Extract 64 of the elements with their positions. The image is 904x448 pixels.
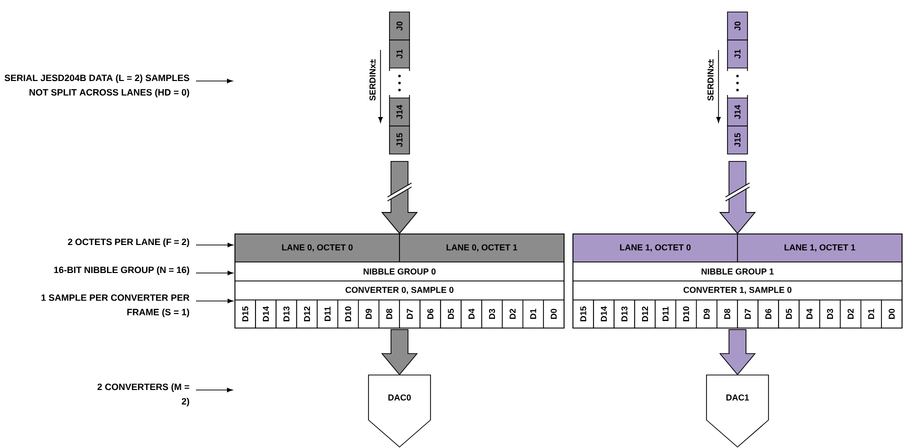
lane-octet-cell: LANE 1, OCTET 0 — [572, 234, 738, 262]
bit-cell: D9 — [358, 300, 380, 328]
bit-cell: D5 — [778, 300, 800, 328]
bit-cell: D7 — [399, 300, 420, 328]
arrow — [196, 388, 233, 392]
annotation-text: 2 CONVERTERS (M = 2) — [97, 383, 190, 406]
dac-block: DAC0 — [368, 374, 431, 448]
bit-cell: D15 — [234, 300, 256, 328]
annotation-text: 2 OCTETS PER LANE (F = 2) — [68, 238, 190, 247]
bit-cell: D15 — [572, 300, 594, 328]
bit-cell: D0 — [881, 300, 902, 328]
serial-octet-cell: J0 — [389, 12, 410, 40]
arrow — [196, 78, 233, 84]
bit-cell: D11 — [316, 300, 338, 328]
bit-cell: D10 — [675, 300, 697, 328]
serial-octet-cell: J14 — [389, 98, 410, 126]
bit-cell: D5 — [440, 300, 462, 328]
serial-octet-cell: J15 — [727, 126, 748, 154]
bit-cell: D12 — [296, 300, 318, 328]
bit-cell: D13 — [614, 300, 636, 328]
arrow — [196, 298, 234, 304]
bit-cell: D14 — [593, 300, 615, 328]
bit-cell: D3 — [819, 300, 841, 328]
nibble-group-bar: NIBBLE GROUP 1 — [572, 262, 902, 282]
bit-cell: D0 — [543, 300, 564, 328]
signal-name: SERDINx± — [707, 59, 714, 101]
nibble-group-bar: NIBBLE GROUP 0 — [234, 262, 564, 282]
bit-cell: D3 — [481, 300, 503, 328]
bit-cell: D9 — [696, 300, 718, 328]
block-arrow — [719, 329, 756, 376]
bit-cell: D8 — [378, 300, 400, 328]
bit-cell: D6 — [420, 300, 442, 328]
lane-octet-cell: LANE 0, OCTET 0 — [234, 234, 400, 262]
signal-name: SERDINx± — [369, 59, 376, 101]
bit-cell: D13 — [276, 300, 298, 328]
bit-cell: D4 — [460, 300, 482, 328]
annotation-text: SERIAL JESD204B DATA (L = 2) SAMPLES NOT SPLIT ACROSS LANES (HD = 0) — [4, 74, 190, 98]
serial-octet-cell: J0 — [727, 12, 748, 40]
bit-cell: D1 — [522, 300, 544, 328]
serial-octet-cell: J1 — [727, 40, 748, 68]
block-arrow — [381, 161, 418, 234]
block-arrow — [719, 161, 756, 234]
bit-cell: D8 — [716, 300, 738, 328]
bit-cell: D7 — [737, 300, 758, 328]
bit-cell: D6 — [758, 300, 780, 328]
lane-octet-cell: LANE 1, OCTET 1 — [737, 234, 902, 262]
serial-octet-cell: J14 — [727, 98, 748, 126]
bit-cell: D2 — [502, 300, 524, 328]
annotation-text: 1 SAMPLE PER CONVERTER PER FRAME (S = 1) — [41, 294, 190, 318]
arrow — [196, 270, 234, 276]
arrow — [196, 242, 234, 248]
annotation-text: 16-BIT NIBBLE GROUP (N = 16) — [54, 266, 190, 275]
lane-octet-cell: LANE 0, OCTET 1 — [399, 234, 564, 262]
bit-cell: D4 — [798, 300, 820, 328]
bit-cell: D10 — [337, 300, 359, 328]
bit-cell: D1 — [860, 300, 882, 328]
serial-octet-cell: J15 — [389, 126, 410, 154]
bit-cell: D2 — [840, 300, 862, 328]
block-arrow — [381, 329, 418, 376]
bit-cell: D14 — [255, 300, 277, 328]
dac-block: DAC1 — [706, 374, 769, 448]
serial-octet-cell: J1 — [389, 40, 410, 68]
bit-cell: D12 — [634, 300, 656, 328]
bit-cell: D11 — [654, 300, 676, 328]
